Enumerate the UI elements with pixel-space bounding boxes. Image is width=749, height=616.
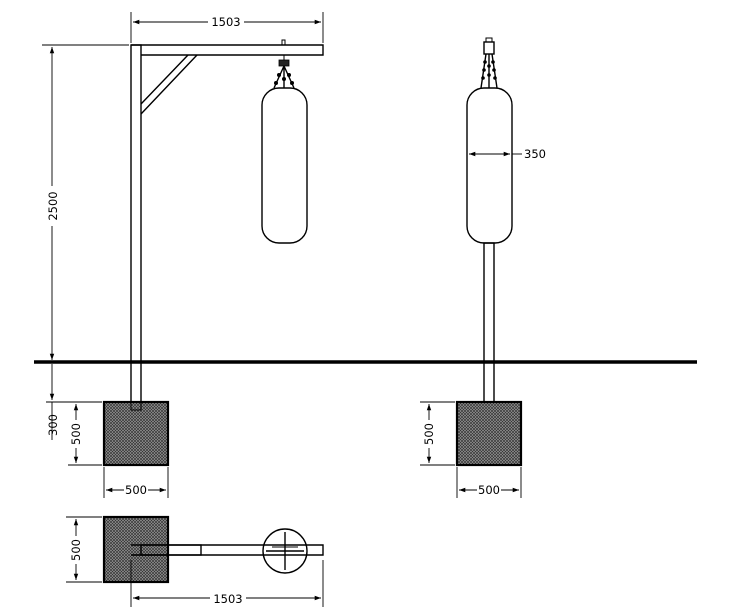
front-bag bbox=[261, 87, 308, 244]
dim-height-label: 2500 bbox=[46, 191, 60, 220]
side-hook bbox=[483, 41, 495, 55]
dim-plan-width-label: 1503 bbox=[213, 592, 242, 606]
front-chain bbox=[273, 55, 295, 89]
side-view bbox=[455, 37, 523, 467]
dim-top-width-label: 1503 bbox=[211, 15, 240, 29]
dim-base-width-left-label: 500 bbox=[125, 483, 147, 497]
dim-base-height-left-label: 500 bbox=[69, 423, 83, 445]
front-view bbox=[102, 39, 324, 467]
dim-left-base-width: 500 bbox=[103, 467, 169, 498]
dim-plan-width: 1503 bbox=[130, 560, 324, 607]
dim-plan-base-height: 500 bbox=[66, 516, 102, 583]
dim-height: 2500 bbox=[42, 44, 129, 360]
plan-base-block bbox=[102, 515, 170, 584]
plan-arm bbox=[131, 544, 324, 556]
front-arm bbox=[131, 44, 324, 56]
plan-bag bbox=[262, 528, 308, 574]
side-post bbox=[483, 242, 495, 403]
dim-right-base-vertical: 500 bbox=[420, 401, 455, 466]
dim-bag-width: 350 bbox=[469, 147, 546, 161]
front-post bbox=[130, 44, 142, 403]
dim-embed-depth-label: 300 bbox=[46, 414, 60, 436]
front-hook bbox=[281, 39, 286, 46]
side-base-block bbox=[455, 400, 523, 467]
side-bag bbox=[466, 87, 513, 244]
dim-top-width: 1503 bbox=[130, 12, 324, 43]
front-brace bbox=[140, 54, 198, 115]
plan-view bbox=[102, 515, 324, 584]
dim-left-base-vertical: 300 500 bbox=[46, 364, 102, 466]
dim-base-width-right-label: 500 bbox=[478, 483, 500, 497]
dim-right-base-width: 500 bbox=[456, 467, 522, 498]
dim-bag-width-label: 350 bbox=[524, 147, 546, 161]
front-base-block bbox=[102, 400, 170, 467]
side-chain bbox=[480, 53, 498, 89]
dim-plan-base-height-label: 500 bbox=[69, 539, 83, 561]
dim-base-height-right-label: 500 bbox=[422, 423, 436, 445]
